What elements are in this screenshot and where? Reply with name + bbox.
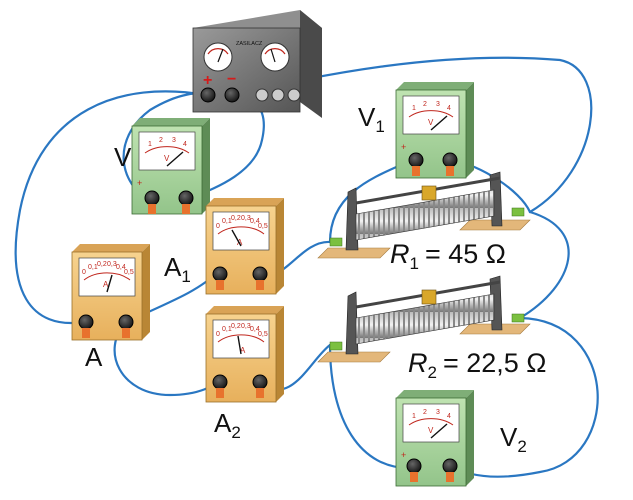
scale-3: 3 [436,101,440,108]
voltmeter-V2: 1 2 3 4 V + [395,390,474,487]
terminal-right [511,313,525,323]
scale-3: 0,3 [107,261,117,268]
terminal-right [252,374,268,390]
scale-1: 0,1 [222,218,232,225]
scale-5: 0,5 [258,331,268,338]
scale-1: 0,1 [88,264,98,271]
scale-2: 2 [159,137,163,144]
terminal-left [78,314,94,330]
rheostat-R2 [317,275,531,363]
power-supply: ZASILACZ + − [192,10,322,118]
psu-gauge-left [203,42,233,72]
needle [231,229,242,247]
scale-2: 2 [423,101,427,108]
scale-4: 0,4 [116,264,126,271]
scale-4: 4 [447,105,451,112]
plus-sign: + [203,72,212,89]
scale-3: 3 [172,137,176,144]
psu-gauge-right [260,42,290,72]
coil [355,293,495,345]
terminal-right [511,207,525,217]
needle [166,151,184,167]
label-V1: V1 [358,102,385,136]
meter-unit: A [103,280,109,289]
needle [430,423,448,439]
needle [430,115,448,131]
label-A1: A1 [164,252,191,286]
scale-5: 0,5 [258,223,268,230]
ammeter-A: 0 0,1 0,2 0,3 0,4 0,5 A [71,244,150,341]
scale-3: 0,3 [241,323,251,330]
scale-4: 0,4 [250,218,260,225]
scale-2: 2 [423,409,427,416]
scale-3: 3 [436,409,440,416]
terminal-left [144,190,160,206]
terminal-right [118,314,134,330]
psu-minus-terminal [224,87,240,103]
label-R1: R1= 45 Ω [390,239,506,273]
terminal-left [408,152,424,168]
scale-5: 0,5 [124,269,134,276]
voltmeter-V: 1 2 3 4 V + [131,118,210,215]
svg-text:+: + [401,142,406,152]
meter-unit: A [240,346,246,355]
scale-0: 0 [216,331,220,338]
psu-knob-2 [271,88,285,102]
psu-knob-1 [255,88,269,102]
scale-0: 0 [216,223,220,230]
needle [106,274,113,293]
terminal-right [442,152,458,168]
needle [237,335,242,355]
label-V2: V2 [500,422,527,456]
scale-1: 0,1 [222,326,232,333]
power-supply-caption: ZASILACZ [236,41,263,47]
wire-R2-right-to-V2-right [448,316,599,478]
meter-unit: V [428,118,434,127]
scale-1: 1 [148,141,152,148]
terminal-left [212,374,228,390]
voltmeter-V1: 1 2 3 4 V + [395,82,474,179]
svg-text:+: + [401,450,406,460]
meter-unit: A [237,238,243,247]
scale-1: 1 [412,105,416,112]
slider [421,185,437,201]
minus-sign: − [227,71,236,88]
scale-2: 0,2 [97,261,107,268]
scale-0: 0 [82,269,86,276]
terminal-left [212,266,228,282]
terminal-left [406,458,422,474]
scale-4: 0,4 [250,326,260,333]
wire-R2-left-to-V2-left [328,343,414,470]
label-A: A [85,342,103,372]
terminal-left [329,341,343,351]
ammeter-A1: 0 0,1 0,2 0,3 0,4 0,5 A [205,198,284,295]
label-A2: A2 [214,408,241,442]
terminal-right [252,266,268,282]
label-V: V [114,142,132,172]
svg-text:+: + [137,178,142,188]
terminal-left [329,237,343,247]
scale-3: 0,3 [241,215,251,222]
psu-knob-3 [287,88,301,102]
terminal-right [442,458,458,474]
scale-4: 4 [183,141,187,148]
wire-psu-plus-to-A [14,90,208,325]
slider [421,289,437,305]
scale-2: 0,2 [231,323,241,330]
rheostat-R1 [317,171,531,259]
meter-unit: V [164,154,170,163]
psu-plus-terminal [200,87,216,103]
scale-4: 4 [447,413,451,420]
scale-1: 1 [412,413,416,420]
terminal-right [178,190,194,206]
scale-2: 0,2 [231,215,241,222]
meter-unit: V [428,426,434,435]
label-R2: R2= 22,5 Ω [408,348,546,382]
wire-R1-right-to-R2-right [518,210,570,320]
coil [355,189,495,241]
ammeter-A2: 0 0,1 0,2 0,3 0,4 0,5 A [205,306,284,403]
